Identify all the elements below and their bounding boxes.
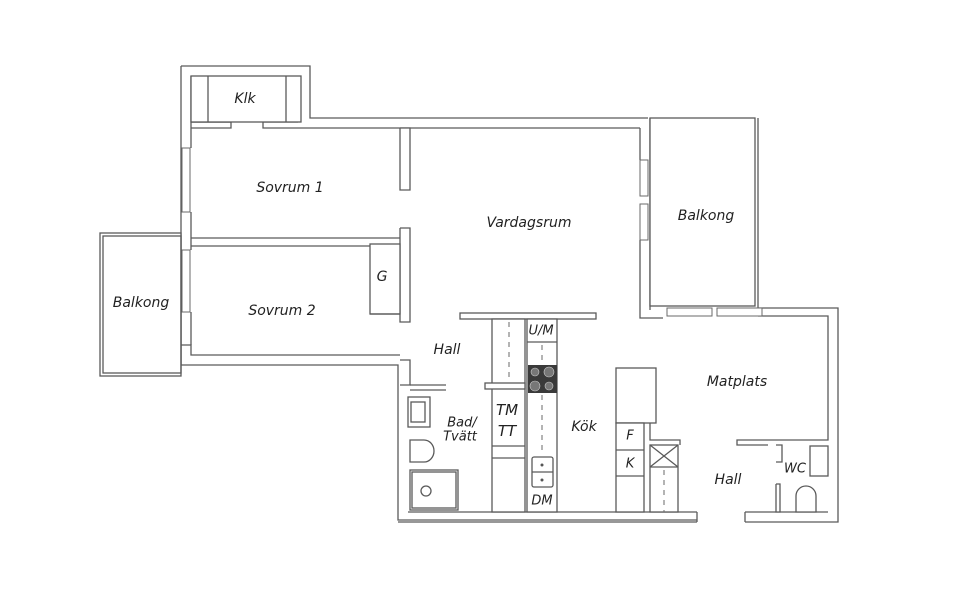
room-label-klk: Klk (234, 91, 256, 107)
appliance-label-k: K (625, 456, 635, 472)
room-label-kok: Kök (571, 419, 597, 435)
balcony-left (99, 232, 182, 377)
appliance-label-um: U/M (528, 323, 554, 339)
room-label-vardagsrum: Vardagsrum (486, 215, 572, 231)
room-label-balkong-right: Balkong (677, 208, 735, 224)
room-label-balkong-left: Balkong (112, 295, 170, 311)
appliance-label-tt: TT (497, 422, 517, 440)
appliance-label-tm: TM (495, 401, 519, 419)
room-label-sovrum1: Sovrum 1 (256, 180, 324, 196)
room-label-tvatt: Tvätt (443, 429, 477, 445)
room-label-sovrum2: Sovrum 2 (248, 303, 316, 319)
exterior-walls (180, 65, 839, 523)
room-label-wc: WC (784, 461, 806, 477)
room-label-hall-left: Hall (433, 342, 461, 358)
bathroom-fixtures (407, 396, 829, 513)
room-label-bad: Bad/ (447, 415, 477, 431)
room-label-hall-right: Hall (714, 472, 742, 488)
kitchen-counters (459, 312, 681, 513)
appliance-label-dm: DM (531, 493, 553, 509)
appliance-label-f: F (626, 428, 634, 444)
room-label-matplats: Matplats (706, 374, 768, 390)
room-label-garderob: G (376, 269, 388, 285)
